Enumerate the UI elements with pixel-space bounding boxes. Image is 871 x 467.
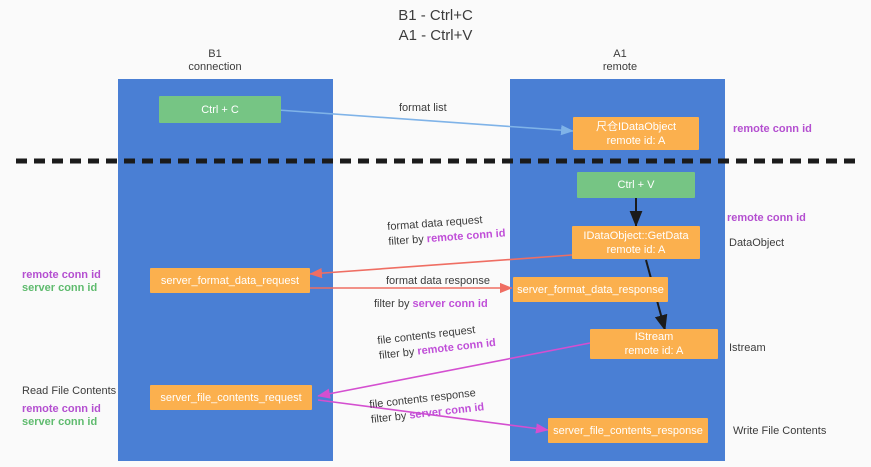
edge-label-format-data-request: format data request filter by remote con… bbox=[387, 211, 506, 250]
node-server-file-contents-request[interactable]: server_file_contents_request bbox=[150, 385, 312, 410]
lane-header-b1: B1 connection bbox=[155, 48, 275, 74]
node-idataobject-getdata[interactable]: IDataObject::GetData remote id: A bbox=[572, 226, 700, 259]
node-server-file-contents-request-label: server_file_contents_request bbox=[160, 391, 302, 404]
node-server-file-contents-response-label: server_file_contents_response bbox=[553, 424, 703, 437]
node-istream-remote-id: remote id: A bbox=[624, 345, 684, 357]
node-idataobject[interactable]: 尺仓IDataObject remote id: A bbox=[573, 117, 699, 150]
node-ctrl-v[interactable]: Ctrl + V bbox=[577, 172, 695, 198]
node-idataobject-getdata-label: IDataObject::GetData bbox=[583, 229, 689, 242]
annotation-remote-conn-id-top: remote conn id bbox=[733, 123, 812, 135]
annotation-left-remote-conn-id-bottom: remote conn id bbox=[22, 403, 101, 415]
node-server-format-data-request[interactable]: server_format_data_request bbox=[150, 268, 310, 293]
annotation-left-server-conn-id-bottom: server conn id bbox=[22, 416, 98, 428]
lane-header-a1-sub: remote bbox=[602, 61, 638, 73]
node-ctrl-c[interactable]: Ctrl + C bbox=[159, 96, 281, 123]
lane-header-b1-name: B1 bbox=[208, 48, 222, 60]
lane-header-a1: A1 remote bbox=[560, 48, 680, 74]
annotation-left-server-conn-id-mid: server conn id bbox=[22, 282, 98, 294]
edge-label-format-data-response-filter-key: server conn id bbox=[412, 298, 488, 310]
page-title: B1 - Ctrl+C A1 - Ctrl+V bbox=[0, 6, 871, 46]
edge-label-format-data-response-filter: filter by server conn id bbox=[374, 297, 488, 312]
edge-label-format-data-response-filter-prefix: filter by bbox=[374, 298, 413, 310]
edge-label-format-data-response-line1: format data response bbox=[386, 275, 490, 287]
edge-label-format-data-response: format data response bbox=[386, 274, 490, 289]
page-title-line1: B1 - Ctrl+C bbox=[398, 7, 473, 24]
node-ctrl-c-label: Ctrl + C bbox=[201, 103, 239, 116]
node-server-format-data-response[interactable]: server_format_data_response bbox=[513, 277, 668, 302]
lane-header-b1-sub: connection bbox=[188, 61, 242, 73]
node-ctrl-v-label: Ctrl + V bbox=[617, 179, 655, 191]
annotation-write-file-contents: Write File Contents bbox=[733, 425, 827, 437]
annotation-read-file-contents: Read File Contents bbox=[22, 385, 117, 397]
edge-label-file-contents-request: file contents request filter by remote c… bbox=[377, 321, 497, 364]
node-istream-label: IStream bbox=[634, 331, 674, 343]
lane-header-a1-name: A1 bbox=[613, 48, 627, 60]
edge-label-file-contents-response-filter-prefix: filter by bbox=[370, 409, 411, 427]
edge-label-file-contents-request-filter-prefix: filter by bbox=[378, 345, 419, 363]
page-title-line2: A1 - Ctrl+V bbox=[398, 27, 473, 44]
node-istream[interactable]: IStream remote id: A bbox=[590, 329, 718, 359]
node-idataobject-label: 尺仓IDataObject bbox=[595, 120, 677, 133]
edge-label-format-data-request-filter-prefix: filter by bbox=[387, 233, 428, 249]
node-server-format-data-response-label: server_format_data_response bbox=[517, 283, 664, 296]
annotation-left-remote-conn-id-mid: remote conn id bbox=[22, 269, 101, 281]
node-server-file-contents-response[interactable]: server_file_contents_response bbox=[548, 418, 708, 443]
annotation-istream: Istream bbox=[729, 342, 766, 354]
node-idataobject-remote-id: remote id: A bbox=[606, 134, 666, 147]
edge-label-format-list: format list bbox=[399, 102, 447, 114]
annotation-remote-conn-id-mid: remote conn id bbox=[727, 212, 806, 224]
annotation-dataobject: DataObject bbox=[729, 237, 785, 249]
node-server-format-data-request-label: server_format_data_request bbox=[160, 274, 300, 287]
edge-label-file-contents-response: file contents response filter by server … bbox=[369, 385, 485, 428]
node-idataobject-getdata-remote-id: remote id: A bbox=[606, 243, 666, 256]
